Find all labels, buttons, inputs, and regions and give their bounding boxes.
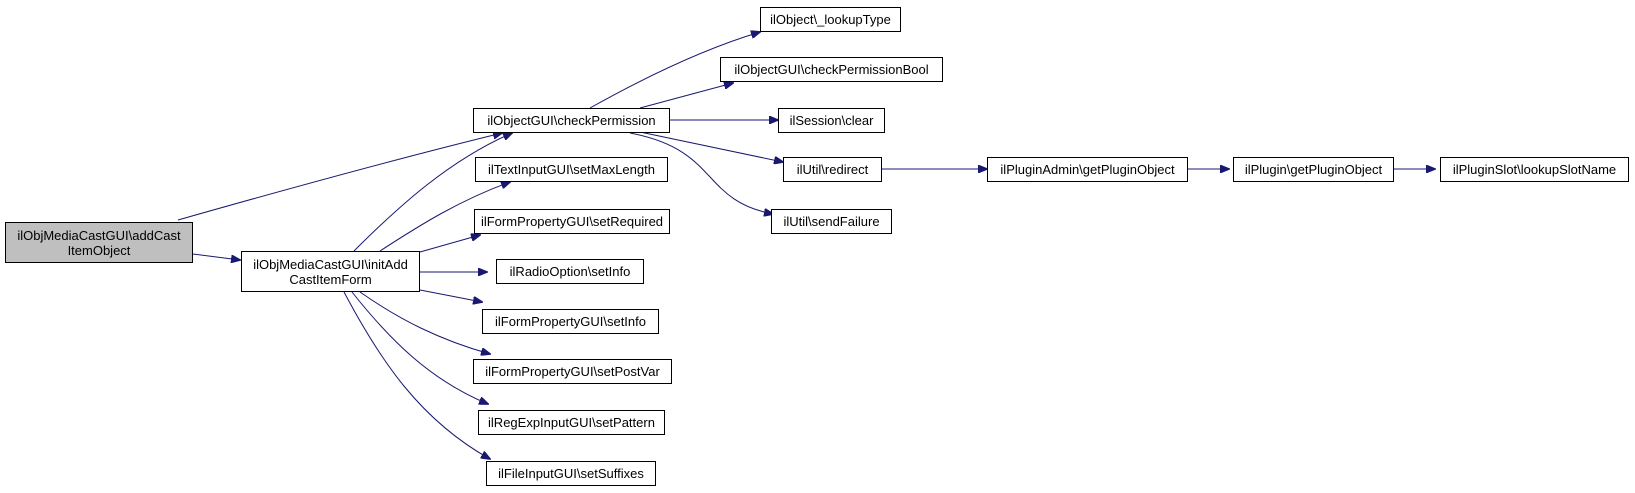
node-label: ilFormPropertyGUI\setInfo — [495, 314, 646, 329]
node-label: ilObjectGUI\checkPermissionBool — [734, 62, 929, 77]
node-label: ilSession\clear — [789, 113, 874, 128]
node-setpattern[interactable]: ilRegExpInputGUI\setPattern — [478, 410, 665, 435]
node-lookuptype[interactable]: ilObject\_lookupType — [760, 7, 901, 32]
node-label: ilRegExpInputGUI\setPattern — [488, 415, 655, 430]
node-label: ilUtil\redirect — [796, 162, 869, 177]
edge-checkperm-redirect — [639, 131, 783, 162]
node-checkpermission[interactable]: ilObjectGUI\checkPermission — [473, 108, 670, 133]
node-label: ilFormPropertyGUI\setPostVar — [485, 364, 660, 379]
edge-checkperm-lookuptype — [589, 32, 760, 109]
node-pluginslot-lookupslotname[interactable]: ilPluginSlot\lookupSlotName — [1440, 157, 1629, 182]
node-label: ilRadioOption\setInfo — [509, 264, 631, 279]
node-setmaxlength[interactable]: ilTextInputGUI\setMaxLength — [475, 157, 668, 182]
node-initaddcastitemform[interactable]: ilObjMediaCastGUI\initAdd CastItemForm — [241, 251, 420, 292]
node-label: ilPluginAdmin\getPluginObject — [1000, 162, 1175, 177]
node-addcastitemobject: ilObjMediaCastGUI\addCast ItemObject — [5, 222, 193, 263]
node-label: ilFormPropertyGUI\setRequired — [480, 214, 664, 229]
edge-initform-setpattern — [351, 291, 488, 404]
edge-checkperm-sendfailure — [629, 132, 773, 214]
node-util-redirect[interactable]: ilUtil\redirect — [783, 157, 882, 182]
node-label: ilObjectGUI\checkPermission — [487, 113, 656, 128]
node-plugin-getpluginobject[interactable]: ilPlugin\getPluginObject — [1233, 157, 1394, 182]
node-label: ilObject\_lookupType — [770, 12, 891, 27]
edge-initform-setsuffixes — [343, 291, 490, 459]
edge-initform-setmaxlength — [379, 182, 510, 252]
node-util-sendfailure[interactable]: ilUtil\sendFailure — [771, 209, 892, 234]
node-label: ilFileInputGUI\setSuffixes — [498, 466, 644, 481]
node-label: ilPluginSlot\lookupSlotName — [1452, 162, 1617, 177]
node-pluginadmin-getpluginobject[interactable]: ilPluginAdmin\getPluginObject — [987, 157, 1188, 182]
edge-initform-checkperm — [353, 133, 512, 252]
node-checkpermissionbool[interactable]: ilObjectGUI\checkPermissionBool — [720, 57, 943, 82]
node-label: ilUtil\sendFailure — [783, 214, 880, 229]
node-formproperty-setinfo[interactable]: ilFormPropertyGUI\setInfo — [482, 309, 659, 334]
edge-root-checkperm — [177, 133, 502, 221]
edge-initform-setrequired — [419, 235, 480, 253]
node-setsuffixes[interactable]: ilFileInputGUI\setSuffixes — [486, 461, 656, 486]
node-setrequired[interactable]: ilFormPropertyGUI\setRequired — [474, 209, 670, 234]
edge-checkperm-checkpermbool — [639, 83, 733, 109]
edge-initform-formsetinfo — [419, 289, 482, 302]
edge-root-initform — [192, 253, 240, 260]
node-radiooption-setinfo[interactable]: ilRadioOption\setInfo — [496, 259, 644, 284]
node-label: ilObjMediaCastGUI\addCast ItemObject — [17, 227, 181, 258]
node-session-clear[interactable]: ilSession\clear — [778, 108, 885, 133]
node-label: ilObjMediaCastGUI\initAdd CastItemForm — [253, 256, 408, 287]
node-label: ilTextInputGUI\setMaxLength — [488, 162, 655, 177]
edge-initform-setpostvar — [359, 291, 490, 354]
node-label: ilPlugin\getPluginObject — [1244, 162, 1383, 177]
node-setpostvar[interactable]: ilFormPropertyGUI\setPostVar — [473, 359, 672, 384]
